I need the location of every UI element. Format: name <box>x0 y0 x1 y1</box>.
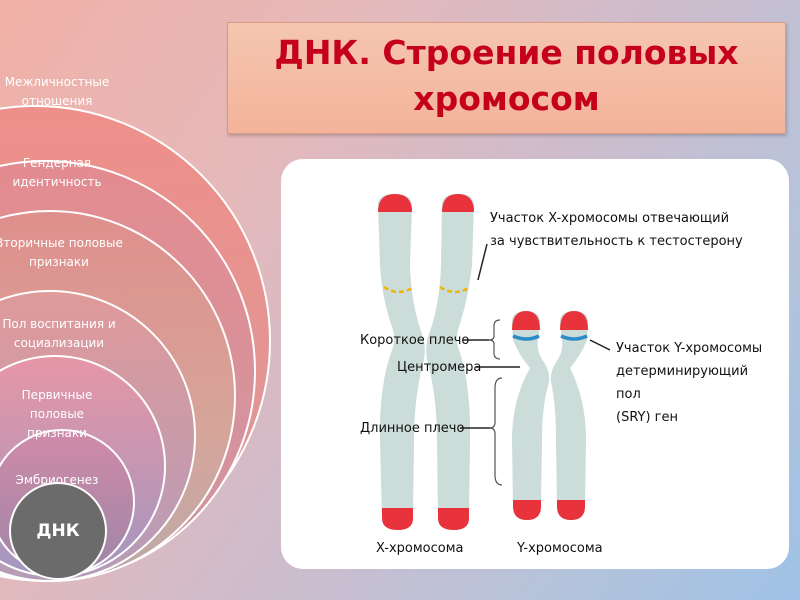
x-chromosome-caption: X-хромосома <box>376 541 464 556</box>
y-region-pointer <box>589 339 611 351</box>
layer-text: половые <box>29 407 85 421</box>
layer-text: Эмбриогенез <box>15 473 99 487</box>
y-tip-top-right <box>560 311 588 330</box>
layer-label-embryogenesis: Эмбриогенез <box>0 471 122 490</box>
layer-text: Первичные <box>21 388 93 402</box>
long-arm-label: Длинное плечо <box>360 421 465 436</box>
x-region-pointer <box>477 243 488 281</box>
y-region-label: Участок Y-хромосомы детерминирующий пол … <box>616 337 762 429</box>
x-tip-bottom-left <box>382 508 413 530</box>
page-title-line1: ДНК. Строение половых <box>274 33 739 72</box>
x-sensitivity-band-left <box>383 285 415 294</box>
y-chromatid-left <box>512 311 550 520</box>
y-chromatid-right <box>550 311 588 520</box>
y-region-text: (SRY) ген <box>616 410 678 425</box>
layer-text: Пол воспитания и <box>2 317 116 331</box>
layer-label-interpersonal: Межличностные отношения <box>0 73 122 111</box>
y-region-text: детерминирующий <box>616 364 749 379</box>
layer-label-primary-traits: Первичные половые признаки <box>0 386 122 443</box>
y-tip-bottom-right <box>557 500 585 520</box>
x-chromosome <box>378 194 474 530</box>
y-region-text: пол <box>616 387 641 402</box>
layer-text: идентичность <box>12 175 102 189</box>
layer-text: отношения <box>21 94 93 108</box>
y-region-text: Участок Y-хромосомы <box>616 341 763 356</box>
y-chromosome <box>512 311 588 520</box>
page-title-line2: хромосом <box>413 79 600 118</box>
x-tip-top-left <box>378 194 412 212</box>
y-sry-band-left <box>512 334 540 341</box>
short-arm-bracket <box>488 319 501 360</box>
layer-text: социализации <box>13 336 105 350</box>
x-region-text: Участок X-хромосомы отвечающий <box>490 211 730 226</box>
x-region-label: Участок X-хромосомы отвечающий за чувств… <box>490 207 743 253</box>
y-tip-top-left <box>512 311 540 330</box>
layer-label-gender-identity: Гендерная идентичность <box>0 154 122 192</box>
title-box: ДНК. Строение половых хромосом <box>227 22 786 134</box>
long-arm-bracket <box>489 377 503 486</box>
x-tip-bottom-right <box>438 508 469 530</box>
layer-text: признаки <box>29 255 89 269</box>
y-chromosome-caption: Y-хромосома <box>517 541 603 556</box>
layer-text: Межличностные <box>4 75 110 89</box>
centromere-label: Центромера <box>397 360 482 375</box>
layer-text: Вторичные половые <box>0 236 123 250</box>
dna-core-label: ДНК <box>36 521 80 541</box>
layer-label-upbringing: Пол воспитания и социализации <box>0 315 126 353</box>
short-arm-label: Короткое плечо <box>360 333 470 348</box>
x-sensitivity-band-right <box>439 285 471 294</box>
x-chromatid-left <box>378 194 425 530</box>
layer-label-secondary-traits: Вторичные половые признаки <box>0 234 125 272</box>
concentric-layers-diagram <box>0 105 271 582</box>
layer-text: Гендерная <box>22 156 92 170</box>
layer-text: признаки <box>27 426 87 440</box>
x-tip-top-right <box>442 194 474 212</box>
y-tip-bottom-left <box>513 500 541 520</box>
y-sry-band-right <box>560 334 588 341</box>
x-chromatid-right <box>426 194 474 530</box>
dna-core-circle <box>9 482 107 580</box>
x-region-text: за чувствительность к тестостерону <box>490 234 743 249</box>
